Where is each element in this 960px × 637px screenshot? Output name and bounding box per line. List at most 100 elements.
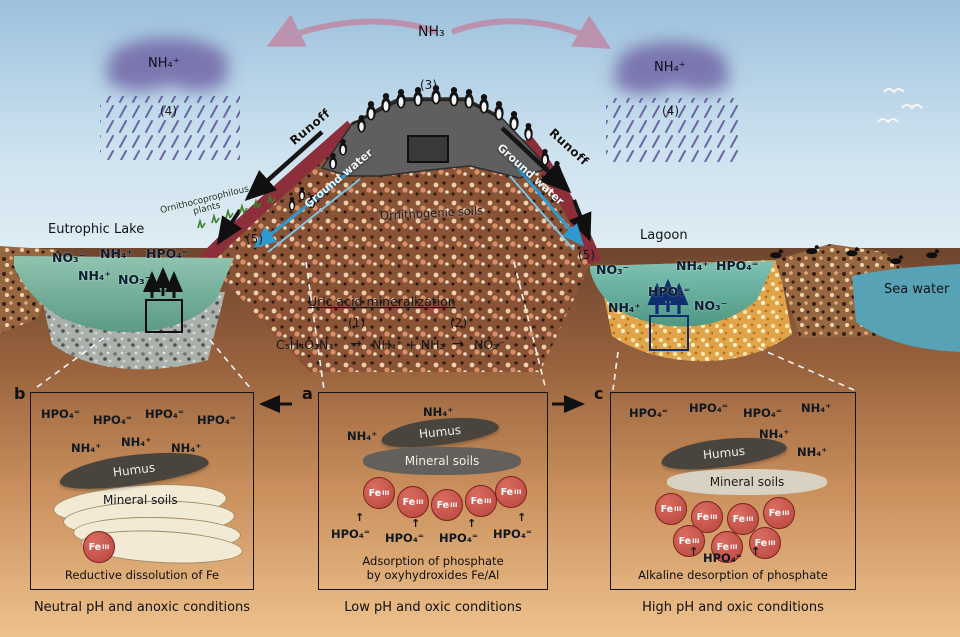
fe-label: Fe	[88, 541, 102, 553]
groundwater-arrow-icon	[253, 166, 585, 253]
panel-c-ion: HPO₄⁼	[743, 406, 782, 420]
rain-right-icon	[606, 98, 738, 162]
runoff-arrow-icon	[216, 126, 592, 246]
colony-marker-box-icon	[407, 135, 449, 163]
adsorption-arrow-icon: ↑	[411, 517, 421, 530]
step5-right-label: (5)	[578, 248, 595, 262]
panel-c-ion: HPO₄⁼	[689, 401, 728, 415]
reaction-arrow-icon: →	[350, 336, 362, 352]
panel-c-footer: High pH and oxic conditions	[642, 600, 824, 615]
humus-label: Humus	[112, 460, 156, 480]
mineralization-step1: (1)	[348, 316, 365, 330]
desorption-arrow-icon: ↑	[689, 545, 699, 558]
cloud-right-step: (4)	[662, 104, 679, 118]
flying-birds-icon	[877, 88, 923, 124]
lagoon-ion: NO₃⁻	[694, 298, 728, 313]
mineralization-mid: NH₄⁺ + NH₃	[372, 337, 445, 352]
panel-c-ion: NH₄⁺	[797, 445, 828, 459]
panel-a-caption-line1: Adsorption of phosphate	[362, 554, 504, 569]
panel-a-ion: NH₄⁺	[423, 405, 454, 419]
cloud-right-ion: NH₄⁺	[654, 60, 686, 75]
lagoon-title: Lagoon	[640, 228, 688, 243]
panel-a-ion: HPO₄⁼	[493, 527, 532, 541]
panel-b-ion: HPO₄⁼	[93, 413, 132, 427]
lake-ion: NO₃⁻	[118, 272, 152, 287]
adsorption-arrow-icon: ↑	[355, 511, 365, 524]
panel-c-ion: NH₄⁺	[801, 401, 832, 415]
step3-label: (3)	[420, 78, 437, 92]
panel-b-ion: HPO₄⁼	[41, 407, 80, 421]
panel-b-ion: HPO₄⁼	[145, 407, 184, 421]
sea-water-area	[852, 264, 960, 352]
sediment-trap-right-icon	[647, 278, 689, 351]
lake-ion: NH₄⁺	[100, 246, 133, 261]
panel-b-ion: HPO₄⁼	[197, 413, 236, 427]
panel-connector-dashes	[32, 261, 855, 391]
panel-a-ion: HPO₄⁼	[385, 531, 424, 545]
sea-water-label: Sea water	[884, 282, 950, 297]
lake-ion: NH₄⁺	[78, 268, 111, 283]
plants-icon	[197, 193, 276, 229]
mineral-soils-label: Mineral soils	[709, 475, 785, 489]
humus-label: Humus	[702, 443, 746, 463]
panel-c-ion: HPO₄⁼	[629, 406, 668, 420]
ammonia-cloud-left-icon	[106, 38, 228, 91]
panel-c-caption: Alkaline desorption of phosphate	[638, 568, 828, 583]
mineral-soils-band: Mineral soils	[363, 447, 521, 475]
humus-layer: Humus	[379, 412, 501, 452]
sediment-trap-left-icon	[143, 267, 183, 333]
humus-label: Humus	[418, 422, 462, 442]
panel-c-ion: HPO₄⁼	[703, 551, 742, 565]
mineralization-product: NO₃⁻	[474, 337, 505, 352]
humus-layer: Humus	[659, 432, 789, 474]
step5-left-label: (5)	[246, 232, 263, 246]
panel-b-ion: NH₄⁺	[171, 441, 202, 455]
lake-ion: NO₃⁻	[52, 250, 86, 265]
panel-a-footer: Low pH and oxic conditions	[344, 600, 522, 615]
adsorption-arrow-icon: ↑	[467, 517, 477, 530]
mineralization-step2: (2)	[450, 316, 467, 330]
lagoon-ion: NO₃⁻	[596, 262, 630, 277]
panel-b-footer: Neutral pH and anoxic conditions	[33, 600, 251, 615]
panel-c: HPO₄⁼ HPO₄⁼ HPO₄⁼ NH₄⁺ NH₄⁺ NH₄⁺ Humus M…	[610, 392, 856, 590]
lagoon-ion: NH₄⁺	[676, 258, 709, 273]
lagoon-ion: NH₄⁺	[608, 300, 641, 315]
panel-b: HPO₄⁼ HPO₄⁼ HPO₄⁼ HPO₄⁼ NH₄⁺ NH₄⁺ NH₄⁺ H…	[30, 392, 254, 590]
panel-a-ion: HPO₄⁼	[439, 531, 478, 545]
cloud-left-step: (4)	[160, 104, 177, 118]
ammonia-cloud-right-icon	[613, 42, 730, 94]
mineral-soils-band: Mineral soils	[667, 469, 827, 495]
lake-title: Eutrophic Lake	[48, 222, 145, 237]
cloud-left-ion: NH₄⁺	[148, 56, 180, 71]
panel-b-letter: b	[14, 384, 26, 403]
adsorption-arrow-icon: ↑	[517, 511, 527, 524]
mineralization-title: Uric acid mineralization	[308, 294, 456, 309]
mineralization-reactant: C₅H₄O₃N₄	[276, 337, 334, 352]
panel-b-caption: Reductive dissolution of Fe	[64, 568, 220, 583]
panel-a-letter: a	[302, 384, 313, 403]
mineral-soils-label: Mineral soils	[404, 454, 480, 468]
mineral-soils-label: Mineral soils	[103, 493, 178, 507]
reaction-arrow-icon: →	[452, 336, 464, 352]
ammonia-dispersal-arrow-icon	[266, 14, 612, 50]
lake-ion: HPO₄⁼	[146, 246, 189, 261]
lagoon-ion: HPO₄⁼	[716, 258, 759, 273]
panel-a-ion: NH₄⁺	[347, 429, 378, 443]
desorption-arrow-icon: ↑	[751, 545, 761, 558]
